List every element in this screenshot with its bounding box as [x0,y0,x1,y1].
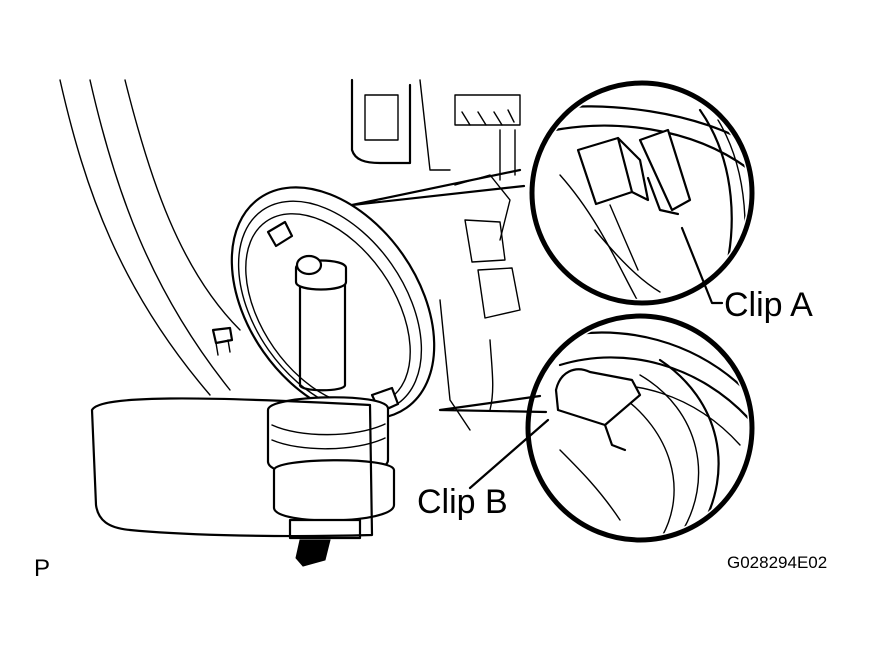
figure-code: G028294E02 [727,553,827,572]
background-bracket [350,78,521,431]
label-leaders [468,226,724,490]
bolt-icon [211,326,234,356]
position-mark: P [34,555,50,582]
detail-circle-clip-b [525,313,755,543]
headlamp-socket-rim [230,186,436,420]
clip-a-leader [680,226,724,305]
clip-a-label: Clip A [724,286,813,324]
clip-b-leader [468,418,550,490]
body-panel-contours [59,79,241,396]
lens-cover [90,397,374,538]
detail-circle-clip-a [529,80,755,306]
clip-a-location [266,220,294,248]
bulb [294,254,348,392]
bulb-holder [266,396,396,567]
clip-b-label: Clip B [417,483,508,521]
